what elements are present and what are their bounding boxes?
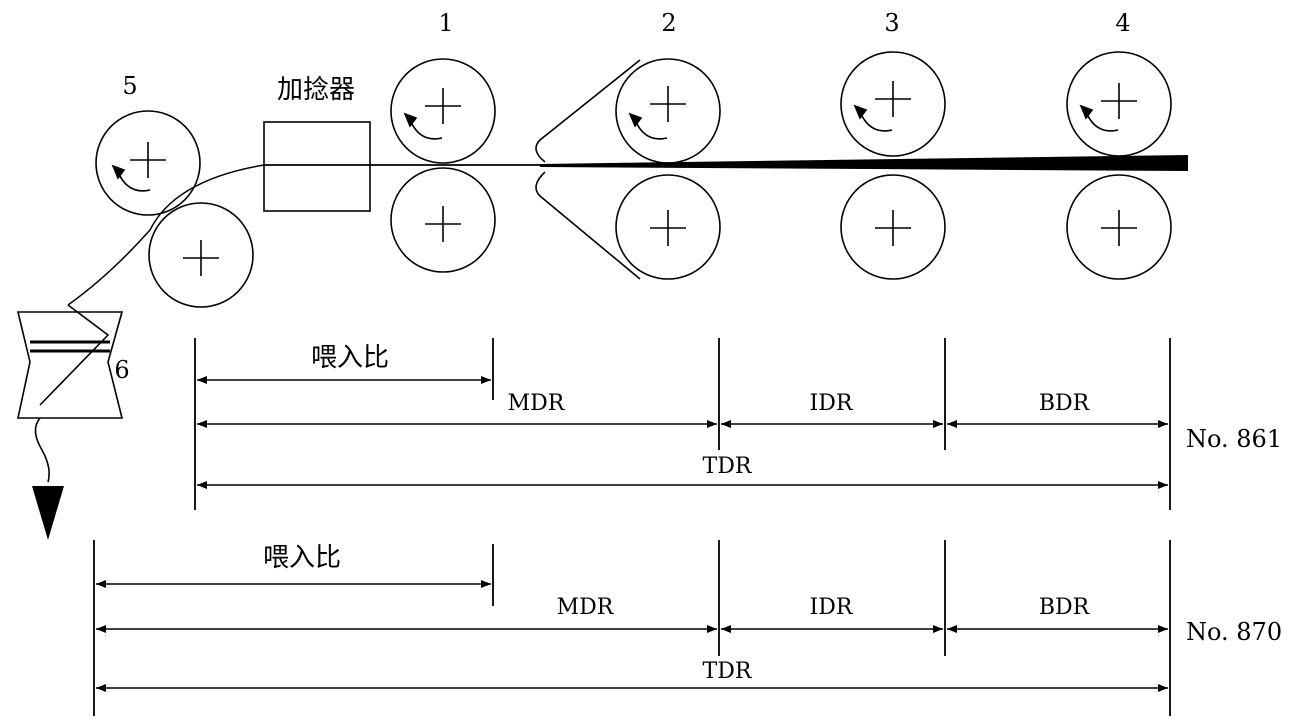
mdr-label-870: MDR (557, 595, 615, 620)
roller-3-bottom (840, 174, 946, 280)
dimension-set-861 (194, 338, 1171, 510)
roller-group (95, 51, 1172, 308)
output-arrow-icon (32, 486, 64, 540)
winder-bobbin (16, 304, 124, 483)
machine-name-861: No. 861 (1186, 425, 1282, 453)
roller-4-top (1066, 51, 1172, 157)
idr-label-861: IDR (810, 391, 854, 416)
roller-5-top (95, 110, 201, 216)
roller-label-2: 2 (661, 9, 676, 37)
bdr-label-870: BDR (1039, 595, 1091, 620)
roller-2-bottom (615, 174, 721, 280)
dimension-set-870 (93, 540, 1171, 716)
tdr-label-870: TDR (703, 659, 753, 684)
roller-3-top (840, 51, 946, 157)
roller-label-5: 5 (122, 72, 137, 100)
bdr-label-861: BDR (1039, 391, 1091, 416)
roller-label-1: 1 (438, 9, 453, 37)
roller-4-bottom (1066, 174, 1172, 280)
tdr-label-861: TDR (703, 454, 753, 479)
roller-2-top (615, 58, 721, 164)
roller-label-3: 3 (884, 9, 899, 37)
twister-box (263, 121, 371, 212)
fiber-bundle-taper (540, 155, 1188, 171)
roller-5-bottom (148, 202, 254, 308)
apron-belt (535, 59, 641, 280)
feed-ratio-label-870: 喂入比 (263, 543, 341, 573)
roller-1-bottom (390, 167, 496, 273)
twister-label: 加捻器 (277, 75, 355, 105)
mdr-label-861: MDR (508, 391, 566, 416)
feed-ratio-label-861: 喂入比 (311, 343, 389, 373)
roller-1-top (390, 58, 496, 164)
idr-label-870: IDR (810, 595, 854, 620)
machine-name-870: No. 870 (1186, 618, 1282, 646)
roller-label-4: 4 (1115, 9, 1130, 37)
yarn-path (67, 155, 1188, 306)
winder-label-6: 6 (114, 356, 129, 384)
